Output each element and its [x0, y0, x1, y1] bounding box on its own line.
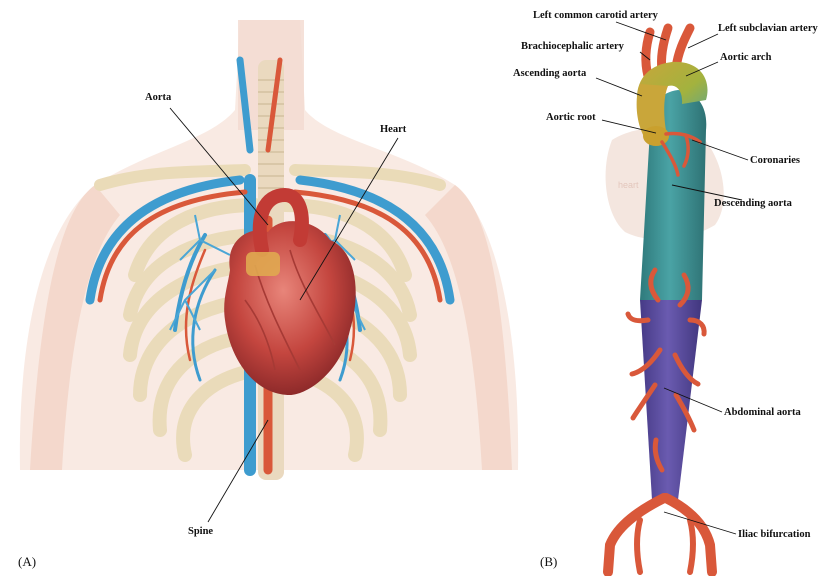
spine-label: Spine	[188, 526, 213, 537]
abdominal-aorta-label: Abdominal aorta	[724, 407, 801, 418]
left-subclavian-label: Left subclavian artery	[718, 23, 818, 34]
aortic-root-label: Aortic root	[546, 112, 596, 123]
aortic-root-bulb	[643, 126, 669, 146]
descending-aorta-label: Descending aorta	[714, 198, 793, 209]
coronaries-label: Coronaries	[750, 155, 800, 166]
heart-watermark: heart	[618, 180, 639, 190]
ascending-aorta-label: Ascending aorta	[513, 68, 587, 79]
left-common-carotid-label: Left common carotid artery	[533, 10, 659, 21]
iliac-arteries	[608, 498, 712, 572]
heart-label: Heart	[380, 124, 407, 135]
iliac-bifurcation-label: Iliac bifurcation	[738, 529, 811, 540]
panel-b-illustration: heart	[606, 28, 724, 572]
aortic-arch-label: Aortic arch	[720, 52, 772, 63]
panel-a-illustration	[20, 20, 518, 480]
panel-b-letter: (B)	[540, 554, 557, 569]
aorta-label: Aorta	[145, 92, 172, 103]
fat-pad	[246, 252, 280, 276]
brachiocephalic-label: Brachiocephalic artery	[521, 41, 625, 52]
panel-a-letter: (A)	[18, 554, 36, 569]
